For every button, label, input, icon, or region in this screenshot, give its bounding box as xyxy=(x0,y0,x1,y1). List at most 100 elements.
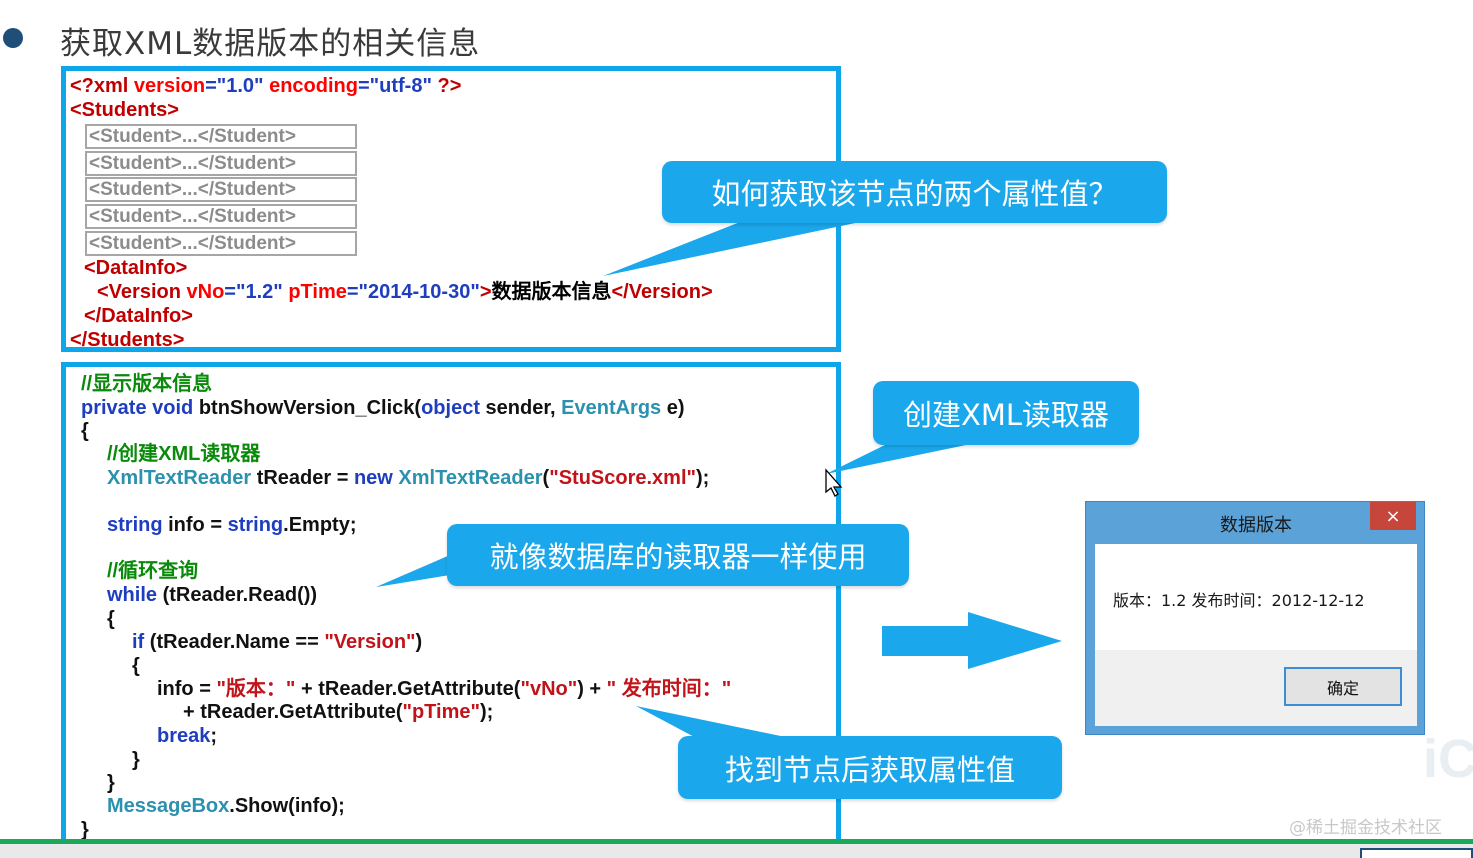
progress-bar xyxy=(0,839,1473,844)
code-token: ="1.0" xyxy=(205,75,270,97)
code-token: ="utf-8" xyxy=(357,75,438,97)
xml-line: <DataInfo> xyxy=(84,256,187,280)
code-line: string info = string.Empty; xyxy=(107,513,356,537)
code-token: info = xyxy=(157,678,217,700)
xml-line: </DataInfo> xyxy=(84,304,193,328)
code-token: + tReader.GetAttribute( xyxy=(183,701,403,723)
messagebox-dialog: 数据版本 × 版本：1.2 发布时间：2012-12-12 确定 xyxy=(1085,501,1425,735)
student-line: <Student>...</Student> xyxy=(85,177,357,202)
code-token: e) xyxy=(666,397,685,419)
xml-line: <Version vNo="1.2" pTime="2014-10-30">数据… xyxy=(97,280,713,304)
code-line: break; xyxy=(157,724,217,748)
student-line: <Student>...</Student> xyxy=(85,204,357,229)
student-line: <Student>...</Student> xyxy=(85,151,357,176)
code-token: <?xml xyxy=(70,75,134,97)
dialog-message: 版本：1.2 发布时间：2012-12-12 xyxy=(1113,591,1365,610)
code-token: tReader = xyxy=(256,467,354,489)
code-token: object xyxy=(421,397,486,419)
code-token: MessageBox xyxy=(107,795,230,817)
code-token: private void xyxy=(81,397,199,419)
code-token: "StuScore.xml" xyxy=(549,467,697,489)
code-token: ="1.2" xyxy=(224,281,289,303)
code-token: ; xyxy=(210,725,218,747)
code-token: 数据版本信息 xyxy=(491,281,612,303)
code-line: { xyxy=(132,654,140,678)
callout-attributes: 如何获取该节点的两个属性值？ xyxy=(662,161,1167,223)
code-line: //显示版本信息 xyxy=(81,372,212,396)
code-line: } xyxy=(107,771,115,795)
callout-like-db-reader: 就像数据库的读取器一样使用 xyxy=(447,524,909,586)
code-token: encoding xyxy=(269,75,358,97)
xml-line: <Students> xyxy=(70,98,179,122)
code-token: btnShowVersion_Click( xyxy=(198,397,422,419)
code-token: XmlTextReader xyxy=(398,467,543,489)
callout-get-attr: 找到节点后获取属性值 xyxy=(678,736,1062,799)
code-token: "pTime" xyxy=(402,701,480,723)
code-token: </Version> xyxy=(611,281,713,303)
code-token: new xyxy=(353,467,399,489)
code-token: (tReader.Name == xyxy=(149,631,325,653)
code-token: (tReader.Read()) xyxy=(162,584,318,606)
code-token: ) + xyxy=(577,678,607,700)
xml-line: </Students> xyxy=(70,328,184,352)
callout-create-reader: 创建XML读取器 xyxy=(873,381,1139,445)
code-line: { xyxy=(81,419,89,443)
ok-button[interactable]: 确定 xyxy=(1284,667,1402,706)
code-token: <Version xyxy=(97,281,187,303)
code-token: //显示版本信息 xyxy=(81,373,213,395)
code-token: ) xyxy=(415,631,423,653)
code-token: { xyxy=(81,420,89,442)
code-token: vNo xyxy=(186,281,225,303)
code-line: { xyxy=(107,607,115,631)
code-token: while xyxy=(107,584,163,606)
code-token: ( xyxy=(542,467,550,489)
watermark: @稀土掘金技术社区 xyxy=(1289,818,1442,838)
xml-line: <?xml version="1.0" encoding="utf-8" ?> xyxy=(70,74,461,98)
code-token: <Students> xyxy=(70,99,179,121)
close-icon[interactable]: × xyxy=(1370,502,1416,530)
code-line: MessageBox.Show(info); xyxy=(107,794,345,818)
code-token: { xyxy=(132,655,140,677)
slide-title: 获取XML数据版本的相关信息 xyxy=(60,26,481,62)
code-line: //循环查询 xyxy=(107,559,198,583)
right-arrow-icon xyxy=(882,612,1062,669)
code-token: } xyxy=(132,749,140,771)
code-line: } xyxy=(132,748,140,772)
code-token: string xyxy=(227,514,284,536)
code-line: if (tReader.Name == "Version") xyxy=(132,630,422,654)
code-token: + tReader.GetAttribute( xyxy=(295,678,521,700)
code-line: while (tReader.Read()) xyxy=(107,583,317,607)
code-token: </Students> xyxy=(70,329,185,351)
corner-button[interactable] xyxy=(1360,848,1473,858)
code-token: info = xyxy=(168,514,228,536)
callout-pointer-attributes xyxy=(603,222,860,276)
code-token: "Version" xyxy=(324,631,416,653)
code-token: break xyxy=(157,725,211,747)
code-token: </DataInfo> xyxy=(84,305,193,327)
student-line: <Student>...</Student> xyxy=(85,231,357,256)
callout-pointer-create-reader xyxy=(826,440,990,474)
code-line: info = "版本：" + tReader.GetAttribute("vNo… xyxy=(157,677,731,701)
code-token: EventArgs xyxy=(561,397,667,419)
code-token: ="2014-10-30" xyxy=(346,281,480,303)
code-token: ); xyxy=(479,701,494,723)
code-token: <DataInfo> xyxy=(84,257,188,279)
code-token: if xyxy=(132,631,150,653)
code-token: ?> xyxy=(437,75,462,97)
callout-pointer-like-db xyxy=(376,555,450,587)
code-line: //创建XML读取器 xyxy=(107,442,260,466)
code-token: .Empty; xyxy=(283,514,357,536)
dialog-body: 版本：1.2 发布时间：2012-12-12 确定 xyxy=(1095,544,1417,726)
code-token: pTime xyxy=(288,281,347,303)
code-token: .Show(info); xyxy=(229,795,345,817)
code-token: XmlTextReader xyxy=(107,467,257,489)
code-token: } xyxy=(107,772,115,794)
code-token: { xyxy=(107,608,115,630)
code-token: //循环查询 xyxy=(107,560,199,582)
xml-code-panel: <?xml version="1.0" encoding="utf-8" ?> … xyxy=(61,66,841,352)
code-token: version xyxy=(133,75,206,97)
code-token: " 发布时间：" xyxy=(606,678,732,700)
mouse-cursor-icon xyxy=(825,468,843,497)
code-line: + tReader.GetAttribute("pTime"); xyxy=(183,700,493,724)
